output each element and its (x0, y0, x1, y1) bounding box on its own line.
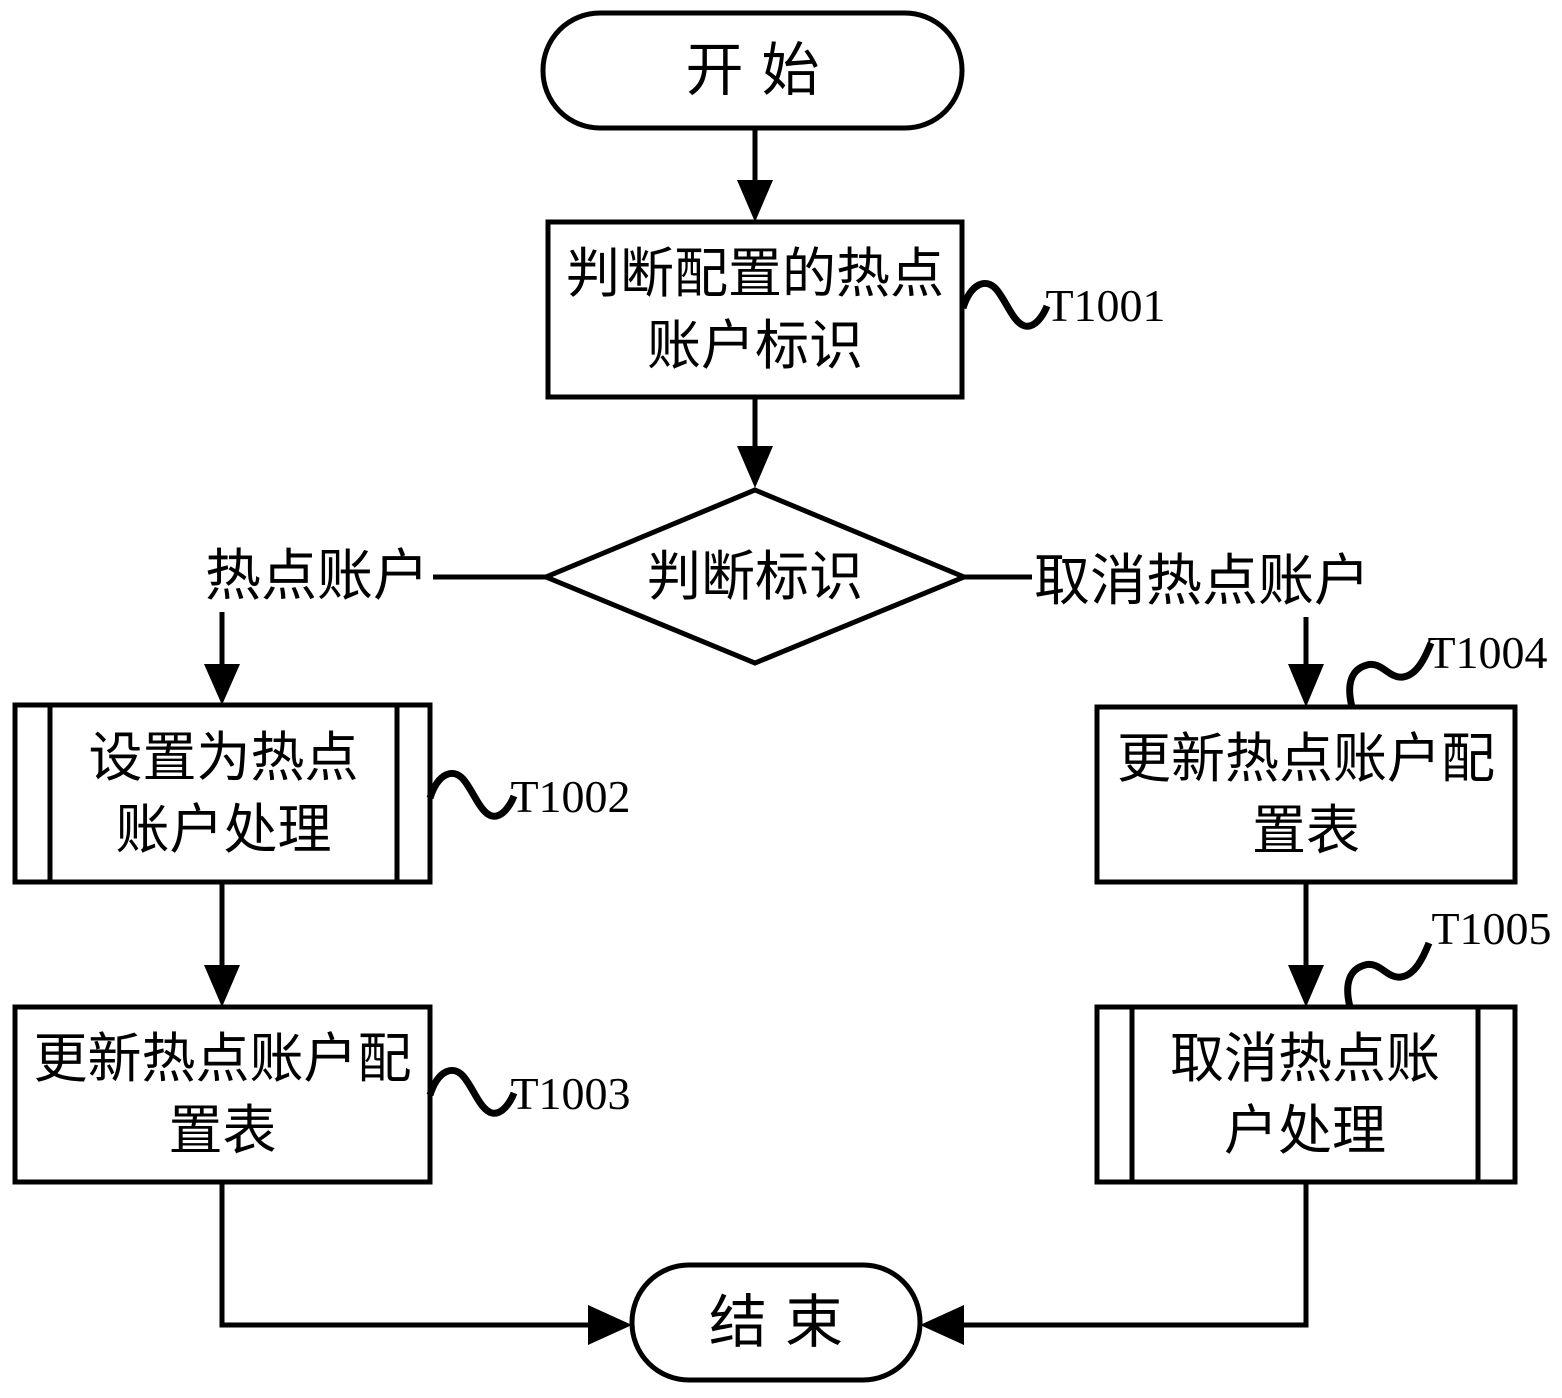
end-label: 结束 (708, 1289, 861, 1355)
ref-label-t1003: T1003 (510, 1068, 631, 1119)
ref-label-t1002: T1002 (510, 771, 631, 822)
ref-label-t1001: T1001 (1045, 280, 1166, 331)
end-terminator-shape (629, 1262, 923, 1383)
ref-squiggle-t1001 (959, 280, 1051, 330)
update-table-left-label: 更新热点账户配 置表 (33, 1028, 412, 1161)
ref-label-t1005: T1005 (1431, 903, 1552, 954)
ref-squiggle-t1004 (1346, 641, 1435, 708)
set-hotspot-label: 设置为热点 账户处理 (88, 727, 359, 860)
ref-label-t1004: T1004 (1427, 627, 1548, 678)
update-table-right-label: 更新热点账户配 置表 (1117, 728, 1495, 861)
arrow-right-branch-head (1288, 664, 1324, 707)
judge-flag-label: 判断标识 (647, 546, 863, 607)
ref-squiggle-t1003 (426, 1067, 518, 1117)
judge-config-label: 判断配置的热点 账户标识 (566, 243, 944, 376)
branch-label-cancel-hotspot: 取消热点账户 (1034, 550, 1370, 613)
arrow-set-hotspot-to-update-head (204, 965, 240, 1007)
ref-squiggle-t1002 (426, 770, 518, 820)
arrow-left-to-end-head (588, 1305, 632, 1345)
start-label: 开始 (685, 37, 838, 103)
cancel-hotspot-label: 取消热点账 户处理 (1170, 1028, 1440, 1161)
ref-squiggle-t1005 (1344, 941, 1433, 1008)
arrow-left-branch-head (204, 664, 240, 705)
arrow-left-to-end-line (219, 1182, 590, 1328)
arrow-update-to-cancel-head (1288, 965, 1324, 1007)
branch-label-hotspot: 热点账户 (205, 545, 429, 608)
arrow-right-to-end-line (962, 1182, 1309, 1328)
judge-flag-decision-shape (539, 487, 971, 666)
arrow-right-to-end-head (920, 1305, 964, 1345)
arrow-judge-config-to-decision-head (737, 446, 773, 488)
arrow-start-to-judge-config-head (737, 180, 773, 222)
